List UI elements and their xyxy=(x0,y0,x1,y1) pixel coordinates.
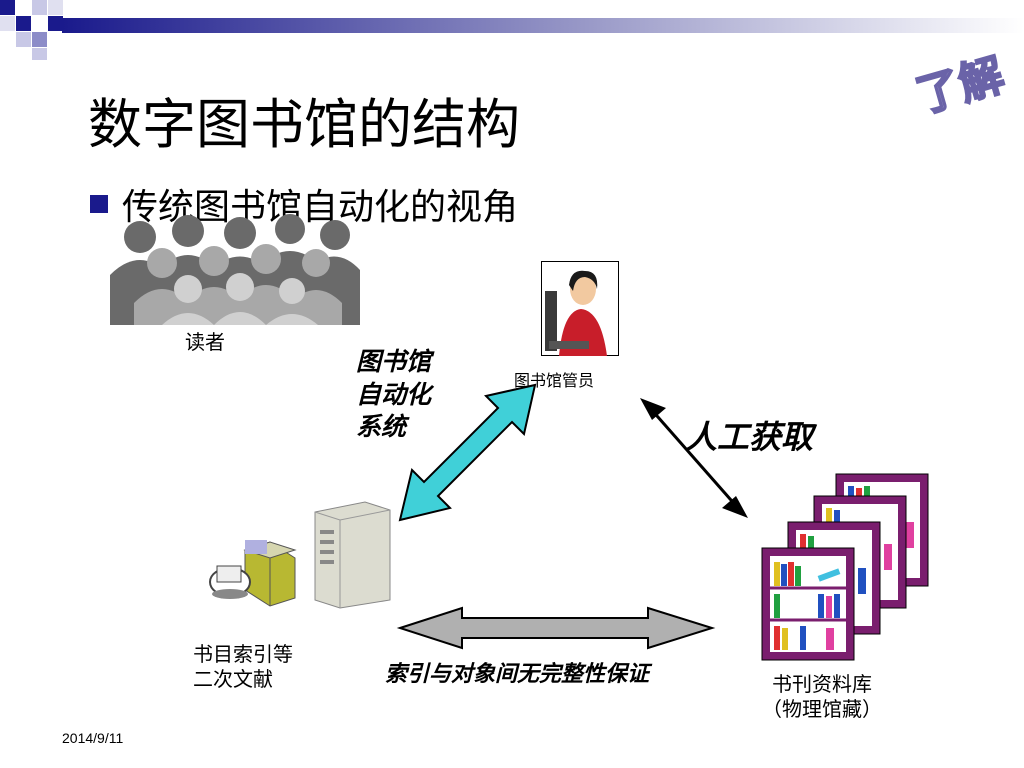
repository-label-line-1: 书刊资料库 xyxy=(772,672,872,696)
catalog-label-line-2: 二次文献 xyxy=(193,667,273,691)
header-decoration xyxy=(0,0,1024,60)
catalog-server-icon xyxy=(209,501,391,609)
manual-arrow-head-bottom xyxy=(722,496,748,518)
system-label: 图书馆 自动化 系统 xyxy=(356,346,431,444)
integrity-gap-label: 索引与对象间无完整性保证 xyxy=(385,661,650,687)
catalog-label-line-1: 书目索引等 xyxy=(193,642,293,666)
system-label-line-3: 系统 xyxy=(356,412,407,441)
readers-label: 读者 xyxy=(185,330,225,354)
gray-double-arrow xyxy=(396,606,716,650)
shelf-unit-front xyxy=(761,547,855,661)
manual-access-line xyxy=(648,407,740,509)
repository-label: 书刊资料库 （物理馆藏） xyxy=(762,672,882,722)
librarian-icon xyxy=(541,261,619,356)
bookshelves-icon xyxy=(761,473,929,661)
cyan-double-arrow xyxy=(398,383,537,522)
manual-access-label: 人工获取 xyxy=(685,418,814,456)
page-title: 数字图书馆的结构 xyxy=(88,93,520,156)
system-label-line-2: 自动化 xyxy=(356,379,432,409)
manual-arrow-head-top xyxy=(640,398,666,420)
slide-date: 2014/9/11 xyxy=(62,730,124,746)
catalog-label: 书目索引等 二次文献 xyxy=(193,642,293,692)
system-label-line-1: 图书馆 xyxy=(356,347,432,376)
bullet-square-icon xyxy=(90,195,108,213)
repository-label-line-2: （物理馆藏） xyxy=(762,697,882,721)
readers-crowd-icon xyxy=(110,214,360,325)
